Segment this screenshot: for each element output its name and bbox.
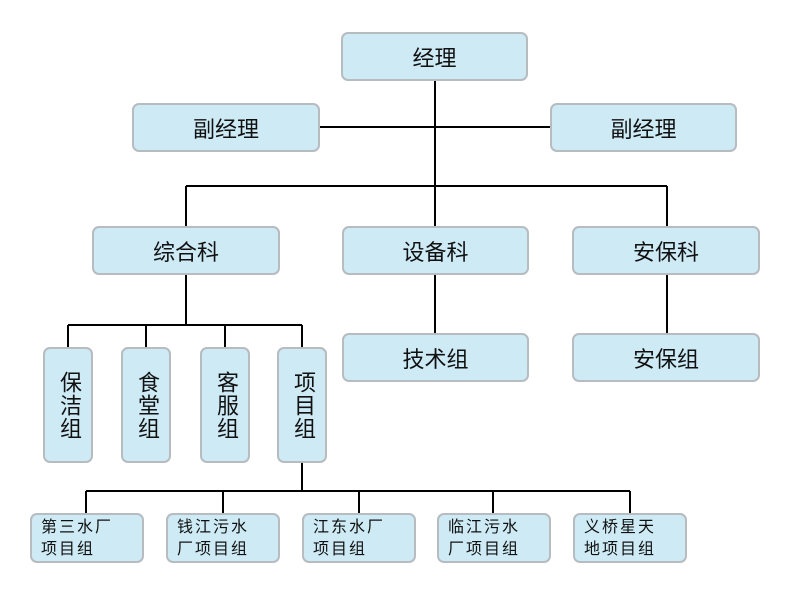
node-dept-safety-label: 安保科	[632, 240, 699, 266]
node-project-4: 临江污水 厂项目组	[437, 513, 551, 563]
node-project-1: 第三水厂 项目组	[30, 513, 144, 563]
node-project-3-label: 江东水厂 项目组	[313, 517, 386, 558]
node-project-1-label: 第三水厂 项目组	[41, 517, 114, 558]
node-manager: 经理	[341, 32, 528, 81]
node-project-4-label: 临江污水 厂项目组	[448, 517, 521, 558]
node-safety-group: 安保组	[572, 333, 760, 382]
node-manager-label: 经理	[412, 46, 457, 72]
node-project-5-label: 义桥星天 地项目组	[584, 517, 657, 558]
node-dept-equipment: 设备科	[342, 226, 529, 275]
node-project-2: 钱江污水 厂项目组	[166, 513, 280, 563]
node-tech-group-label: 技术组	[402, 347, 469, 373]
node-deputy-left-label: 副经理	[192, 117, 259, 143]
node-project-5: 义桥星天 地项目组	[573, 513, 687, 563]
node-dept-general: 综合科	[92, 226, 280, 275]
node-dept-safety: 安保科	[572, 226, 760, 275]
node-deputy-left: 副经理	[132, 103, 320, 152]
node-canteen-group: 食堂组	[121, 347, 171, 463]
node-cleaning-group-label: 保洁组	[56, 370, 81, 440]
node-project-2-label: 钱江污水 厂项目组	[177, 517, 250, 558]
node-deputy-right: 副经理	[550, 103, 737, 152]
node-deputy-right-label: 副经理	[610, 117, 677, 143]
node-safety-group-label: 安保组	[632, 347, 699, 373]
node-cleaning-group: 保洁组	[43, 347, 93, 463]
node-project-3: 江东水厂 项目组	[302, 513, 416, 563]
node-service-group-label: 客服组	[213, 370, 238, 440]
node-tech-group: 技术组	[342, 333, 529, 382]
node-project-group: 项目组	[277, 347, 327, 463]
node-dept-general-label: 综合科	[152, 240, 219, 266]
node-canteen-group-label: 食堂组	[134, 370, 159, 440]
node-service-group: 客服组	[200, 347, 250, 463]
node-project-group-label: 项目组	[290, 370, 315, 440]
node-dept-equipment-label: 设备科	[402, 240, 469, 266]
